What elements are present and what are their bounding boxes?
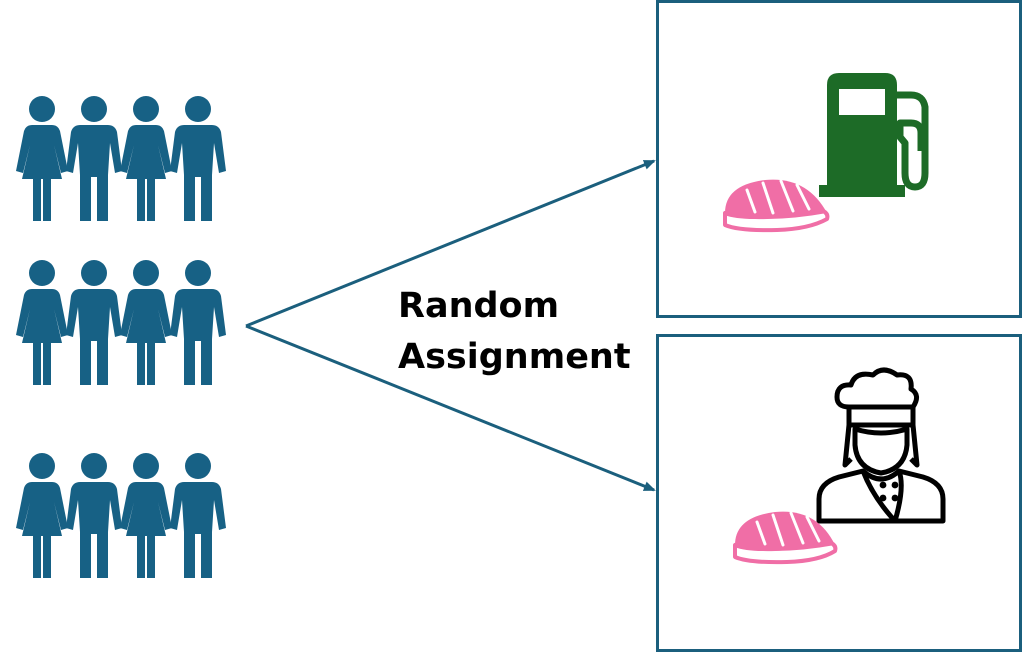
- person-woman-icon: [120, 453, 172, 578]
- people-groups: [16, 96, 226, 578]
- people-row: [16, 260, 226, 385]
- label-line-1: Random: [398, 286, 560, 326]
- arrow-to-bottom-panel: [245, 324, 656, 492]
- person-woman-icon: [120, 96, 172, 221]
- label-line-2: Assignment: [398, 337, 631, 377]
- person-man-icon: [170, 260, 226, 385]
- person-woman-icon: [16, 96, 68, 221]
- fuel-pump-icon: [819, 73, 929, 197]
- arrow-to-top-panel: [245, 159, 656, 328]
- random-assignment-label: Random Assignment: [398, 281, 631, 383]
- person-man-icon: [170, 453, 226, 578]
- sushi-icon: [733, 511, 838, 565]
- person-man-icon: [66, 96, 122, 221]
- chef-icon: [816, 367, 946, 524]
- people-row: [16, 96, 226, 221]
- person-man-icon: [170, 96, 226, 221]
- person-woman-icon: [120, 260, 172, 385]
- condition-panel-fuel: [656, 0, 1022, 318]
- chef-buttons: [879, 481, 899, 502]
- sushi-icon: [723, 179, 830, 233]
- person-woman-icon: [16, 260, 68, 385]
- person-man-icon: [66, 260, 122, 385]
- people-row: [16, 453, 226, 578]
- person-woman-icon: [16, 453, 68, 578]
- condition-panel-chef: [656, 334, 1022, 652]
- person-man-icon: [66, 453, 122, 578]
